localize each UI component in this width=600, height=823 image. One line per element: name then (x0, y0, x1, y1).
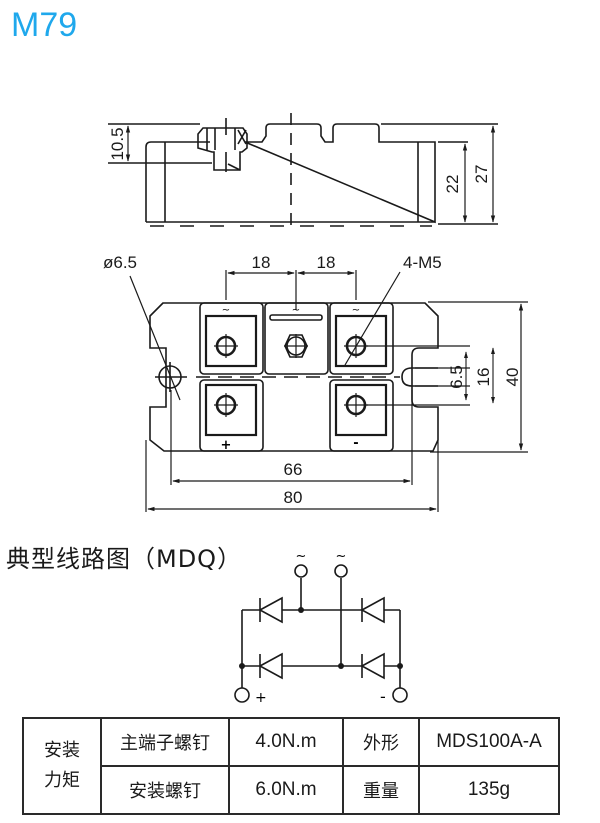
terminal-mark-ac1: ~ (222, 305, 230, 316)
table-row: 安装螺钉 6.0N.m 重量 135g (23, 765, 560, 815)
prop-cell: 重量 (342, 765, 420, 815)
terminal-mark-ac2: ~ (292, 305, 300, 316)
diode-top-left (258, 596, 283, 624)
dc-terminal-minus (392, 687, 408, 703)
value-cell: 4.0N.m (228, 717, 344, 767)
model-title: M79 (11, 6, 78, 44)
dim-body-width: 40 (503, 368, 522, 387)
table-row: 安装力矩 主端子螺钉 4.0N.m 外形 MDS100A-A (22, 717, 560, 815)
group-label-cell: 安装力矩 (22, 717, 102, 815)
dc-terminal-plus (234, 687, 250, 703)
label-ac-left: ~ (296, 549, 307, 564)
circuit-title: 典型线路图（MDQ） (6, 545, 243, 573)
item-cell: 安装螺钉 (100, 765, 230, 815)
diode-bottom-left (258, 652, 283, 680)
prop-cell: 外形 (342, 717, 420, 767)
dim-slot-width: 6.5 (447, 365, 466, 389)
dim-slot-height: 16 (474, 368, 493, 387)
dim-screw-spec: 4-M5 (403, 253, 442, 272)
label-minus: - (380, 687, 386, 706)
top-view (129, 270, 528, 512)
dim-mount-spacing: 66 (284, 460, 303, 479)
group-label: 安装力矩 (44, 740, 80, 791)
circuit-diagram: ~ ~ + - (234, 549, 408, 706)
mechanical-drawing: 10.5 22 27 ø6.5 18 18 4-M5 6.5 16 40 66 … (103, 113, 528, 512)
dim-body-height: 22 (443, 175, 462, 194)
spec-table: 安装力矩 主端子螺钉 4.0N.m 外形 MDS100A-A 安装螺钉 6.0N… (22, 717, 560, 815)
dim-pitch-right: 18 (317, 253, 336, 272)
side-view (108, 113, 498, 232)
diode-top-right (360, 596, 385, 624)
terminal-mark-plus: + (221, 438, 232, 453)
terminal-mark-minus: - (353, 436, 358, 451)
diode-bottom-right (360, 652, 385, 680)
value-cell: 6.0N.m (228, 765, 344, 815)
label-plus: + (255, 690, 267, 706)
dim-hole-diameter: ø6.5 (103, 253, 137, 272)
ac-terminal-left (294, 564, 308, 578)
label-ac-right: ~ (336, 549, 347, 564)
prop-value-cell: MDS100A-A (418, 717, 560, 767)
prop-value-cell: 135g (418, 765, 560, 815)
item-cell: 主端子螺钉 (100, 717, 230, 767)
dim-body-length: 80 (284, 488, 303, 507)
dim-pitch-left: 18 (252, 253, 271, 272)
dim-terminal-height: 10.5 (108, 127, 127, 160)
dim-total-height: 27 (472, 165, 491, 184)
terminal-mark-ac3: ~ (352, 305, 360, 316)
ac-terminal-right (334, 564, 348, 578)
